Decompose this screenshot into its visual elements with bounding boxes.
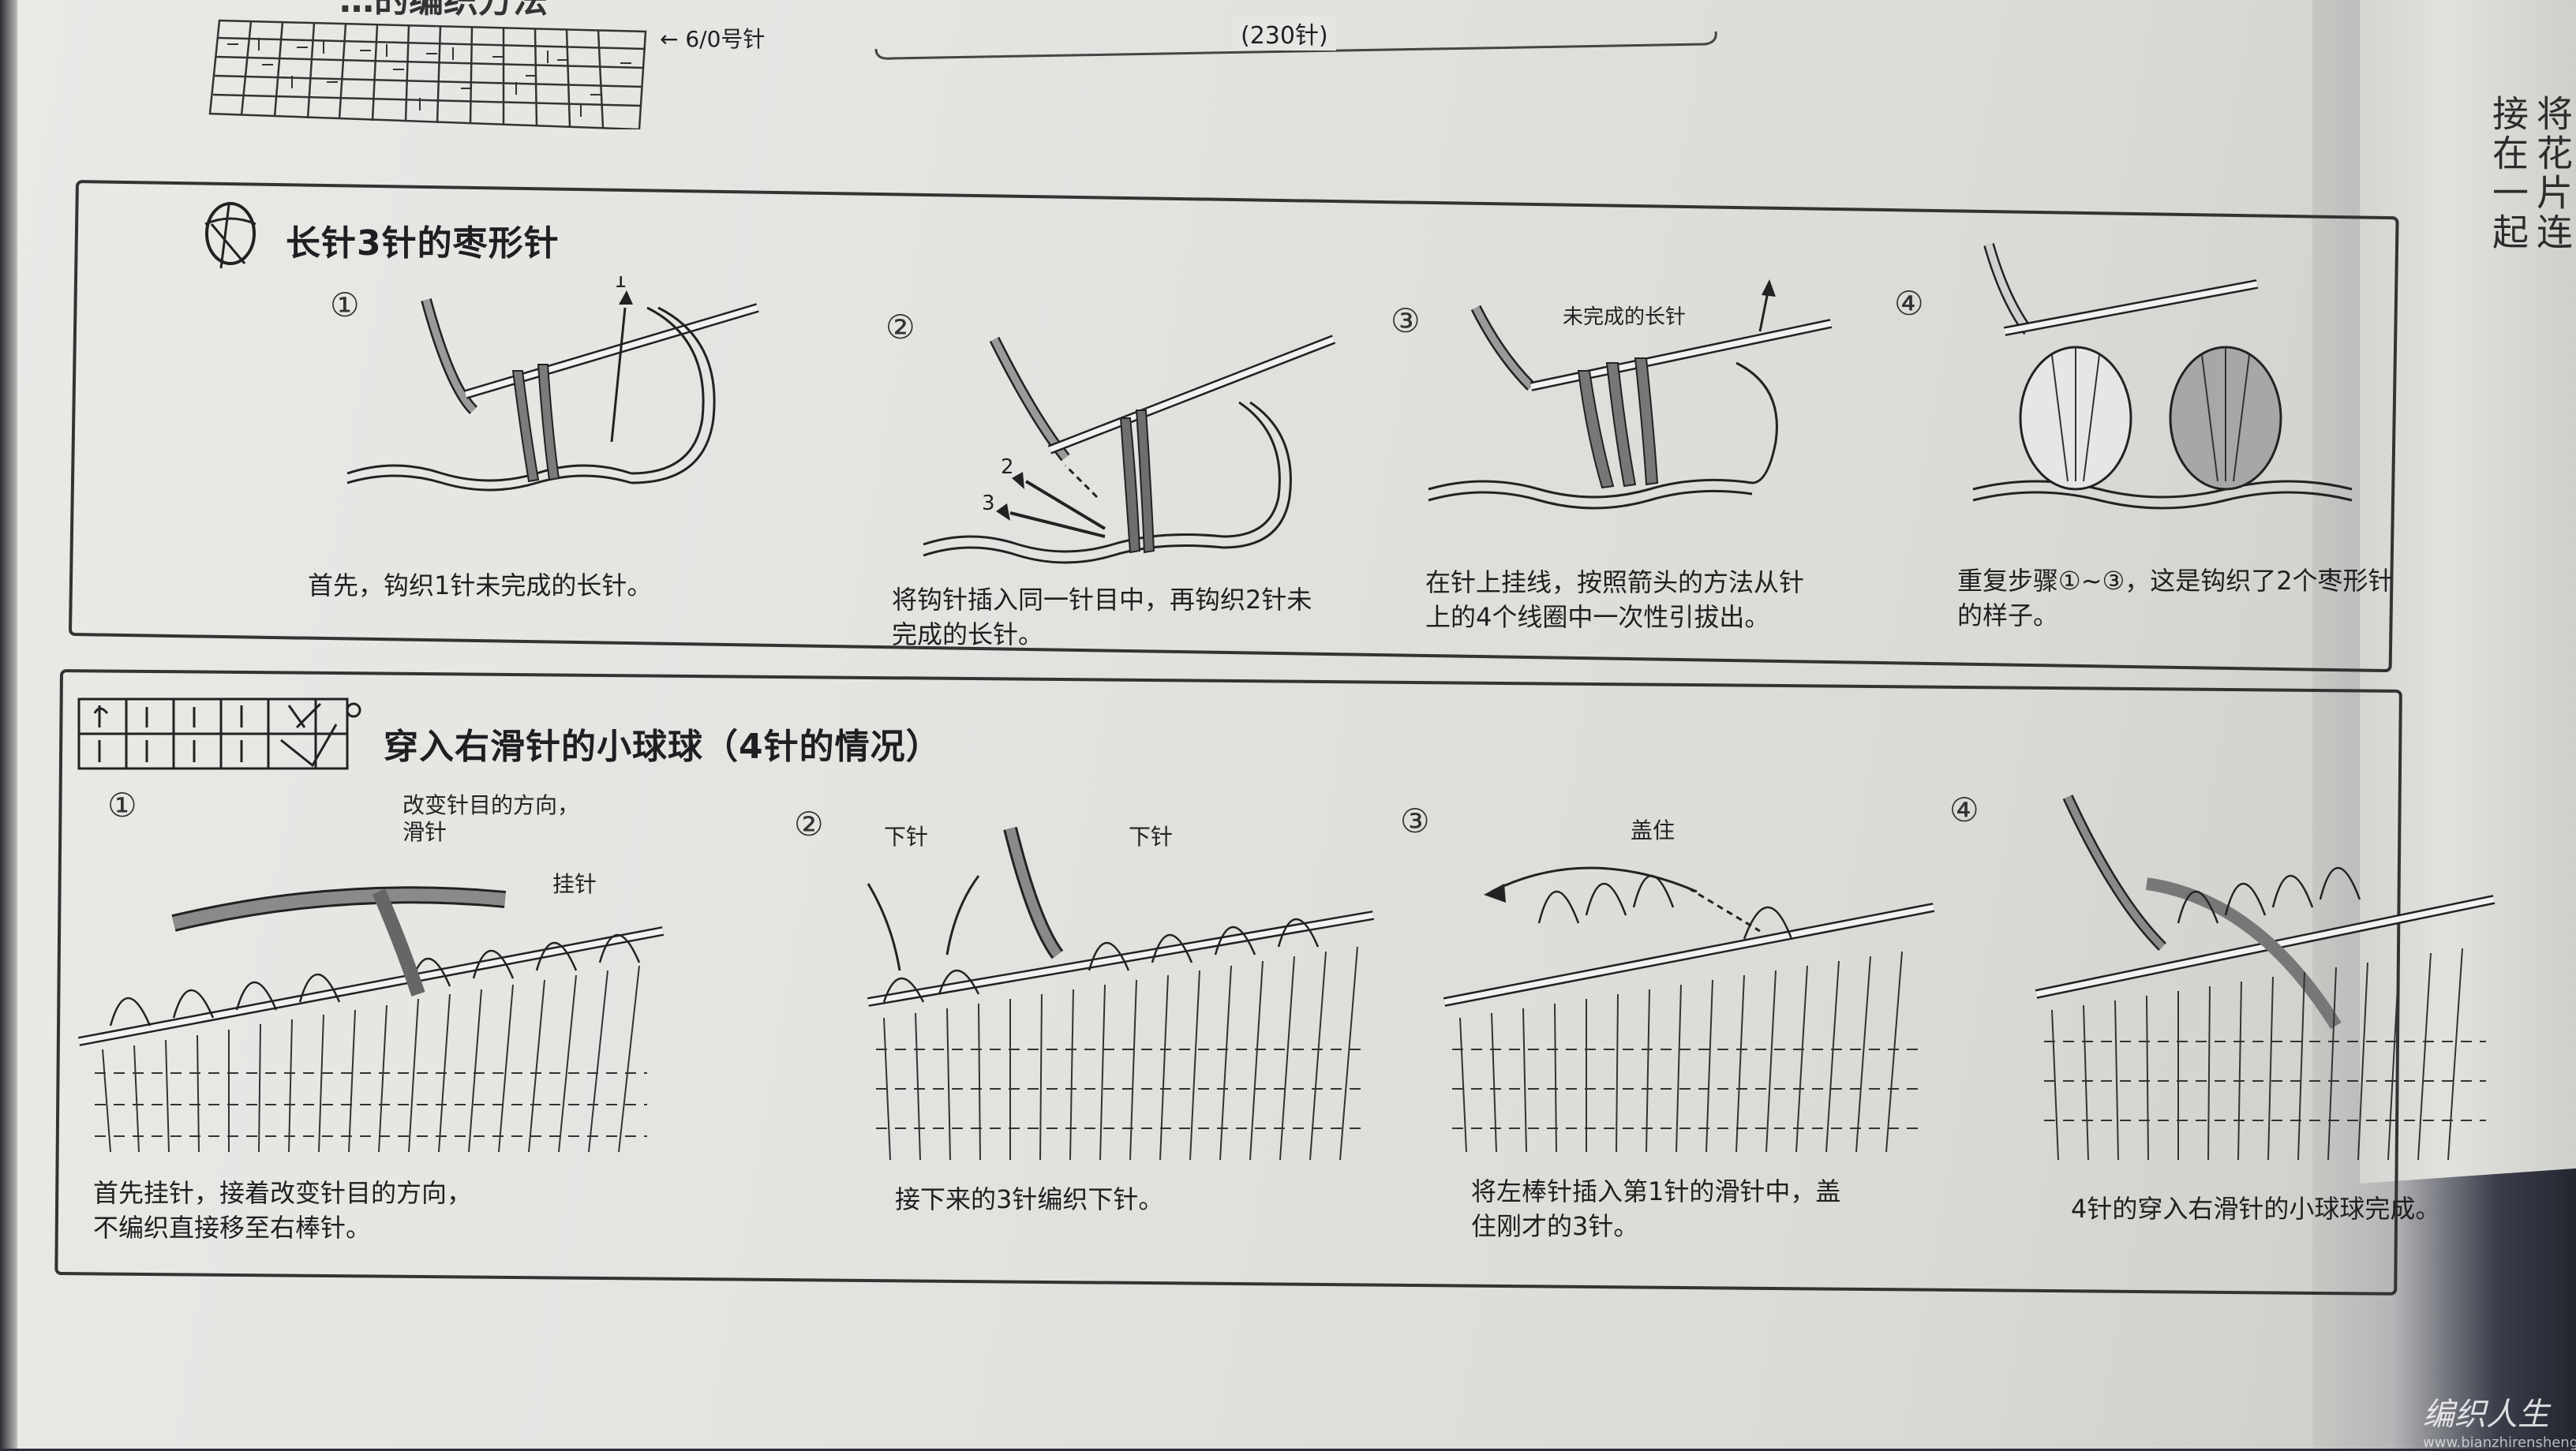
bobble-step3-illustration: 未完成的长针 <box>1428 279 1833 510</box>
next-page-line: 接在一起 <box>2487 95 2529 252</box>
step-caption: 重复步骤①~③，这是钩织了2个枣形针 的样子。 <box>1957 566 2394 630</box>
step-caption: 将钩针插入同一针目中，再钩织2针未 完成的长针。 <box>892 582 1312 652</box>
section-title-bobble: 长针3针的枣形针 <box>286 223 560 264</box>
bobble-step1-illustration: 1 <box>346 276 759 492</box>
next-page-text: 将花片连 接在一起 <box>2486 95 2574 252</box>
step-caption-text: 将钩针插入同一针目中，再钩织2针未 完成的长针。 <box>892 585 1312 649</box>
bobble-symbol-icon <box>204 202 256 269</box>
needle-size-label: ← 6/0号针 <box>660 26 766 52</box>
arrow-label-1: 1 <box>614 276 627 293</box>
annotation-cover: 盖住 <box>1631 817 1675 843</box>
bobble-step2-illustration: 2 3 <box>923 335 1336 564</box>
watermark-text: 编织人生 <box>2423 1397 2549 1433</box>
stitch-chart <box>208 19 647 129</box>
step-caption: 接下来的3针编织下针。 <box>895 1184 1164 1214</box>
step-number: ④ <box>1949 791 1979 829</box>
step-number: ① <box>107 786 137 825</box>
step-caption: 在针上挂线，按照箭头的方法从针 上的4个线圈中一次性引拔出。 <box>1425 567 1805 632</box>
bobble-step4-illustration <box>1972 243 2353 510</box>
knot-step3-illustration: 盖住 <box>1443 817 1935 1153</box>
step-number: ② <box>794 805 824 843</box>
stitch-count-bracket <box>874 31 1717 60</box>
watermark-logo: 编织人生 www.bianzhirensheng.com <box>2423 1389 2576 1451</box>
book-page <box>0 0 2360 1449</box>
arrow-label-2: 2 <box>1001 455 1014 479</box>
knot-step1-illustration: 改变针目的方向，滑针 挂针 <box>77 792 665 1153</box>
step-number: ③ <box>1400 802 1430 840</box>
arrow-label-3: 3 <box>982 492 995 515</box>
step-caption: 4针的穿入右滑针的小球球完成。 <box>2071 1194 2441 1224</box>
knot-stitch-symbol-icon <box>77 697 361 770</box>
step-caption: 将左棒针插入第1针的滑针中，盖 住刚才的3针。 <box>1471 1176 1841 1241</box>
stitch-count-label: (230针) <box>1233 16 1336 50</box>
annotation-knit-1: 下针 <box>884 824 928 850</box>
step-number: ② <box>886 308 915 346</box>
next-page-line: 将花片连 <box>2531 95 2574 252</box>
step-caption: 首先，钩织1针未完成的长针。 <box>308 570 653 600</box>
section-title-knot: 穿入右滑针的小球球（4针的情况） <box>384 727 942 767</box>
annotation-slip-line1: 改变针目的方向， <box>402 792 579 818</box>
step-number: ④ <box>1894 284 1924 323</box>
annotation-knit-2: 下针 <box>1129 824 1173 850</box>
unfinished-dc-label: 未完成的长针 <box>1563 305 1686 329</box>
watermark-url: www.bianzhirensheng.com <box>2423 1434 2576 1451</box>
step-caption: 首先挂针，接着改变针目的方向， 不编织直接移至右棒针。 <box>93 1178 473 1243</box>
knot-step4-illustration <box>2035 795 2496 1161</box>
knot-step2-illustration: 下针 下针 <box>867 824 1375 1161</box>
annotation-yarn-over: 挂针 <box>552 871 597 897</box>
step-number: ③ <box>1391 301 1421 340</box>
page-gutter-shadow <box>0 0 17 1449</box>
step-number: ① <box>330 286 360 324</box>
annotation-slip-line2: 滑针 <box>402 819 447 845</box>
annotation-slip: 改变针目的方向，滑针 <box>402 792 579 845</box>
previous-heading-fragment: …的编织方法 <box>339 0 548 21</box>
